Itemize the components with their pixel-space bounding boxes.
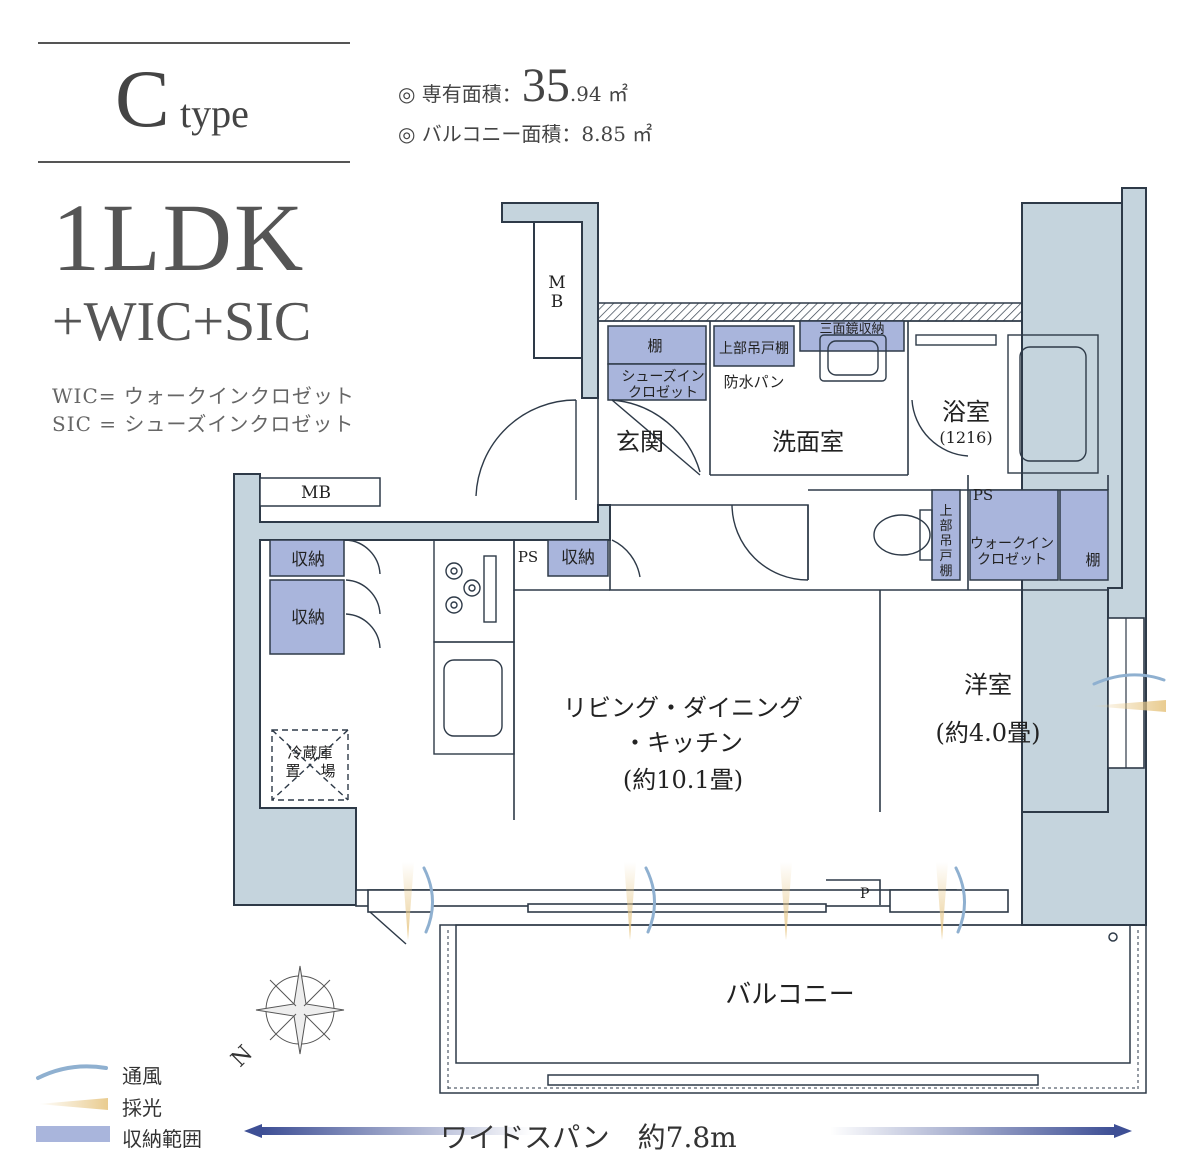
- compass: [255, 965, 345, 1055]
- label-waterpan: 防水パン: [724, 373, 785, 391]
- label-ps-2: PS: [973, 486, 993, 504]
- wide-span-label: ワイドスパン 約7.8m: [440, 1121, 737, 1154]
- mb-horizontal: [259, 477, 381, 507]
- private-area: ◎ 専有面積：35.94 ㎡: [398, 58, 628, 113]
- storage-upper-cabinet: [713, 325, 795, 367]
- beam-hatch: [597, 302, 1023, 322]
- label-fridge-2: 置: [285, 762, 300, 780]
- wall-left: [233, 473, 611, 906]
- header-rule-bottom: [38, 161, 350, 163]
- private-area-dec: .94 ㎡: [569, 82, 628, 106]
- label-toilet-cab-5: 棚: [939, 564, 952, 579]
- label-toilet-cab-3: 吊: [939, 534, 952, 549]
- room-balcony: バルコニー: [725, 980, 854, 1010]
- storage-toilet: [931, 489, 961, 581]
- legend-storage: 収納範囲: [122, 1127, 202, 1151]
- bottom-wall: [355, 879, 1009, 913]
- balcony: [439, 924, 1147, 1094]
- room-ldk-size: (約10.1畳): [623, 766, 743, 794]
- label-shoes-1: シューズイン: [621, 369, 704, 385]
- storage-shoes: [607, 363, 707, 401]
- label-mirror: 三面鏡収納: [819, 322, 884, 337]
- room-western-size: (約4.0畳): [936, 719, 1041, 747]
- type-letter: C: [115, 53, 170, 144]
- wind-markers: [422, 673, 1166, 934]
- compass-north: N: [227, 1041, 258, 1072]
- legend-light-glyph: [38, 1098, 108, 1110]
- bathtub: [1007, 334, 1099, 474]
- p-label: P: [860, 886, 869, 902]
- label-wic-1: ウォークイン: [970, 536, 1054, 552]
- legend-light: 採光: [122, 1096, 162, 1120]
- balcony-area: ◎ バルコニー面積：8.85 ㎡: [398, 122, 653, 146]
- doors: [345, 399, 969, 945]
- storage-wic: [969, 489, 1059, 581]
- storage-shelf-entrance: [607, 325, 707, 365]
- sink: [443, 659, 503, 737]
- private-area-label: ◎ 専有面積：: [398, 82, 522, 106]
- sash-main: [527, 903, 827, 913]
- label-wic-shelf: 棚: [1085, 551, 1100, 569]
- washbasin: [819, 334, 887, 382]
- sic-definition: SIC = シューズインクロゼット: [52, 412, 355, 436]
- span-arrow-right: [1114, 1124, 1132, 1138]
- legend-wind-glyph: [36, 1064, 108, 1080]
- storage-kitchen-1: [269, 539, 345, 577]
- sink-counter: [433, 641, 515, 755]
- room-entrance: 玄関: [616, 428, 664, 456]
- type-word: type: [180, 91, 249, 136]
- label-toilet-cab-1: 上: [939, 504, 952, 519]
- room-western: 洋室: [964, 671, 1012, 699]
- label-toilet-cab-2: 部: [939, 519, 952, 534]
- header-rule-top: [38, 42, 350, 44]
- room-ldk-1: リビング・ダイニング: [563, 694, 803, 722]
- label-upper-cabinet: 上部吊戸棚: [719, 341, 789, 357]
- label-fridge-3: 場: [320, 762, 335, 780]
- window-right: [889, 889, 1009, 913]
- room-ldk-2: ・キッチン: [623, 729, 743, 757]
- wic-definition: WIC= ウォークインクロゼット: [52, 384, 355, 408]
- label-shelf-entrance: 棚: [647, 337, 662, 355]
- mb-label-1: M: [548, 273, 565, 293]
- mb-label-2: B: [551, 292, 564, 312]
- label-wic-2: クロゼット: [977, 552, 1047, 568]
- legend-storage-glyph: [36, 1126, 110, 1142]
- label-storage-2: 収納: [291, 608, 325, 628]
- storage-kitchen-2: [269, 579, 345, 655]
- private-area-int: 35: [521, 59, 570, 112]
- label-fridge-1: 冷蔵庫: [287, 744, 332, 762]
- wall-mb-column: [501, 202, 599, 399]
- storage-wic-shelf: [1059, 489, 1109, 581]
- legend-wind: 通風: [122, 1064, 162, 1088]
- label-ps-1: PS: [518, 548, 538, 566]
- label-shoes-2: クロゼット: [628, 385, 698, 401]
- mb-h-label: MB: [301, 483, 331, 503]
- label-toilet-cab-4: 戸: [939, 549, 952, 564]
- mb-shaft: [533, 221, 583, 359]
- storage-ps: [547, 539, 609, 577]
- light-markers: [402, 700, 1166, 940]
- layout-title: 1LDK: [52, 184, 306, 291]
- label-storage-ps: 収納: [561, 548, 595, 568]
- burners: [445, 562, 481, 614]
- label-storage-1: 収納: [291, 550, 325, 570]
- balcony-rail-dots: [447, 930, 1139, 1090]
- room-bath: 浴室: [942, 398, 990, 426]
- fixtures: [433, 334, 1099, 755]
- room-bath-size: (1216): [939, 428, 992, 447]
- window-left: [367, 889, 433, 913]
- toilet: [873, 514, 931, 556]
- span-arrow-left: [244, 1124, 262, 1138]
- room-washroom: 洗面室: [772, 428, 844, 456]
- fridge-space: [271, 729, 349, 801]
- layout-plus: +WIC+SIC: [52, 291, 312, 353]
